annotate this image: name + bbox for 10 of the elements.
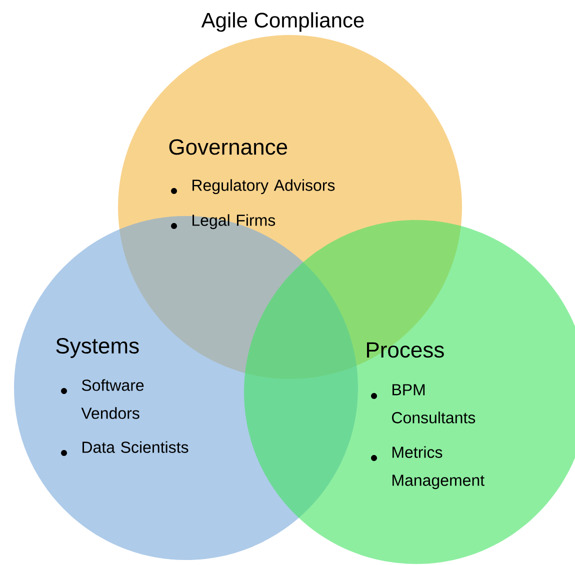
bullet-item: Metrics Management xyxy=(392,446,484,490)
bullet-item: BPM Consultants xyxy=(392,384,476,424)
bullet-item: Legal Firms xyxy=(192,214,276,230)
circle-heading: Systems xyxy=(56,338,139,358)
bullet-item: Software Vendors xyxy=(81,379,144,419)
bullet-item: Data Scientists xyxy=(82,441,188,453)
circle-heading: Process xyxy=(367,342,444,358)
circle-heading: Governance xyxy=(169,139,288,155)
bullet-item: Regulatory Advisors xyxy=(192,179,335,194)
title: Agile Compliance xyxy=(201,12,364,32)
